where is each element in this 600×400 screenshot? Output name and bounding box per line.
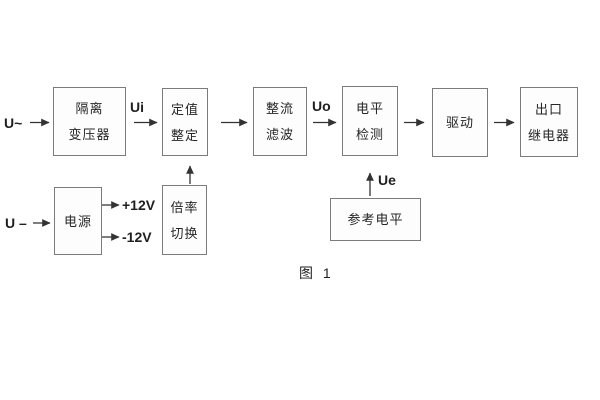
label-dc-input: U –	[5, 215, 27, 231]
block-line: 定值	[170, 101, 199, 117]
block-line: 变压器	[68, 127, 111, 142]
figure-caption: 图 1	[299, 265, 334, 281]
label-ui: Ui	[130, 99, 144, 115]
block-line: 整流	[265, 101, 294, 116]
block-line: 电平	[355, 100, 384, 116]
label-uo: Uo	[312, 98, 331, 114]
block-line: 滤波	[265, 127, 294, 142]
block-line: 切换	[170, 225, 199, 241]
block-isolation-transformer: 隔离 变压器	[53, 87, 126, 156]
block-rectifier-filter: 整流 滤波	[253, 87, 307, 156]
block-line: 检测	[355, 126, 384, 142]
label-ac-input: U~	[4, 115, 23, 131]
block-setpoint-adjust: 定值 整定	[162, 88, 208, 156]
block-power-supply: 电源	[54, 187, 102, 255]
block-reference-level: 参考电平	[330, 198, 421, 241]
block-output-relay: 出口 继电器	[520, 87, 578, 157]
block-line: 驱动	[445, 115, 474, 130]
label-plus-12v: +12V	[122, 197, 156, 213]
block-line: 倍率	[170, 199, 199, 215]
block-driver: 驱动	[432, 88, 488, 157]
block-line: 继电器	[527, 127, 570, 143]
block-level-detector: 电平 检测	[342, 86, 398, 156]
block-line: 电源	[63, 213, 92, 229]
label-minus-12v: -12V	[122, 229, 152, 245]
block-line: 出口	[534, 101, 563, 117]
block-line: 整定	[170, 127, 199, 143]
label-ue: Ue	[378, 172, 396, 188]
block-line: 隔离	[75, 101, 104, 116]
block-line: 参考电平	[347, 212, 404, 227]
block-ratio-switch: 倍率 切换	[162, 185, 207, 255]
